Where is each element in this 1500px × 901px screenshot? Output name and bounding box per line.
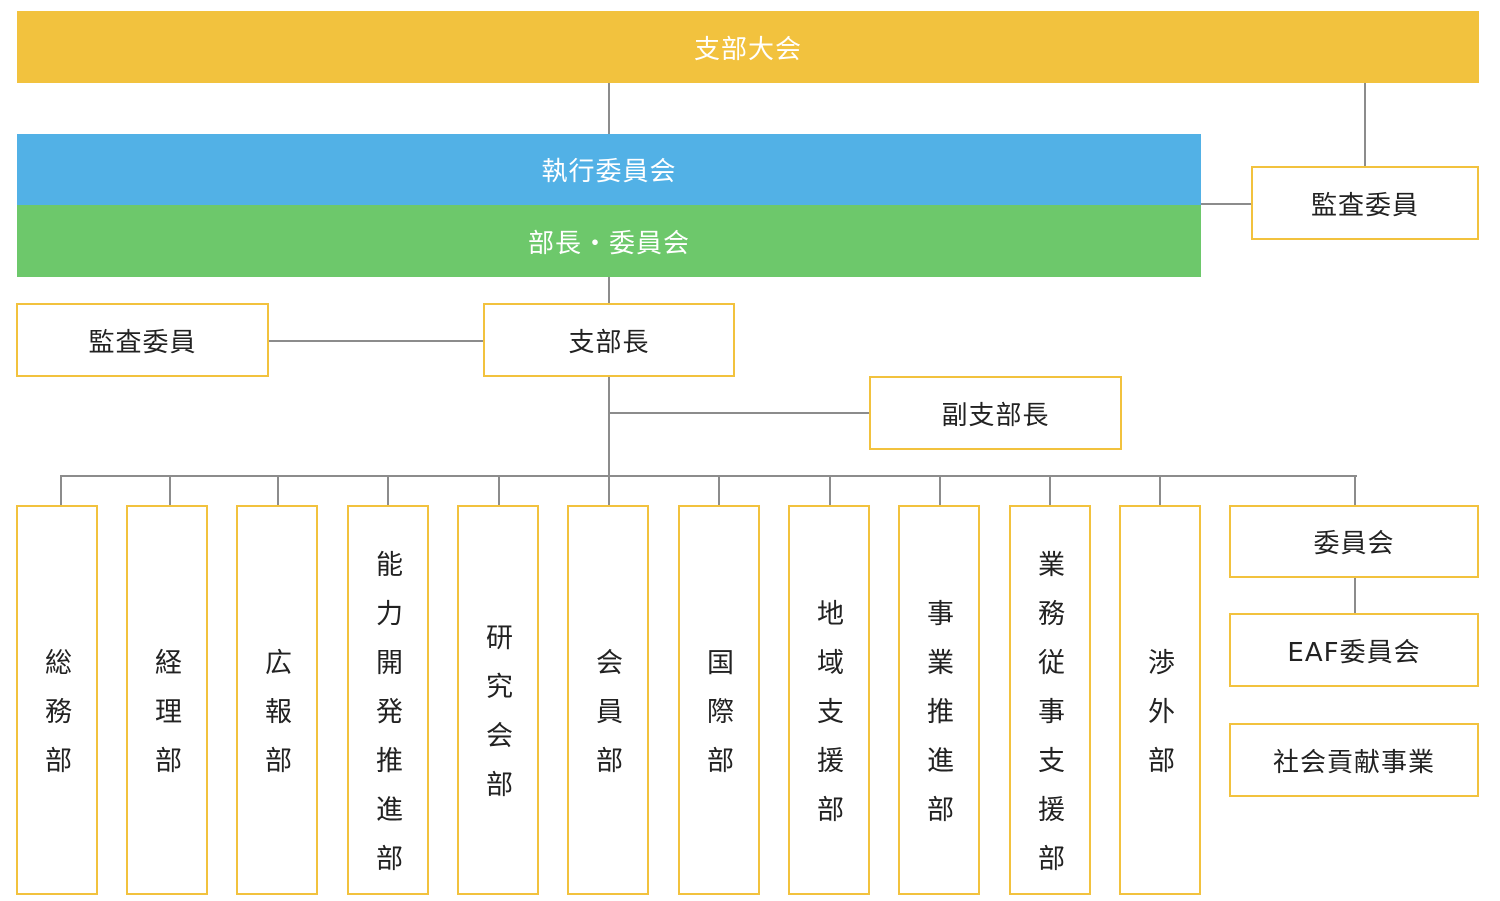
connector-committee-eaf bbox=[1354, 577, 1356, 614]
connector-dept-drop bbox=[60, 475, 62, 506]
auditor-box-left: 監査委員 bbox=[16, 303, 269, 377]
connector-dept-bus bbox=[60, 475, 1357, 477]
social-contribution-box: 社会貢献事業 bbox=[1229, 723, 1479, 797]
department-label: 渉外部 bbox=[1143, 647, 1174, 795]
department-box: 総務部 bbox=[16, 505, 98, 895]
department-box: 業務従事支援部 bbox=[1009, 505, 1091, 895]
department-label: 総務部 bbox=[40, 647, 71, 795]
connector-board-auditor bbox=[1200, 203, 1252, 205]
department-label: 会員部 bbox=[591, 647, 622, 795]
connector-dept-drop bbox=[829, 475, 831, 506]
department-label: 国際部 bbox=[702, 647, 733, 795]
connector-assembly-executive bbox=[608, 83, 610, 135]
connector-dept-drop bbox=[718, 475, 720, 506]
department-box: 会員部 bbox=[567, 505, 649, 895]
department-label: 業務従事支援部 bbox=[1033, 549, 1064, 893]
connector-dept-drop bbox=[387, 475, 389, 506]
department-box: 能力開発推進部 bbox=[347, 505, 429, 895]
department-label: 能力開発推進部 bbox=[371, 549, 402, 893]
branch-chief-box: 支部長 bbox=[483, 303, 735, 377]
department-box: 研究会部 bbox=[457, 505, 539, 895]
connector-dept-drop bbox=[1354, 475, 1356, 506]
connector-dept-drop bbox=[608, 475, 610, 506]
department-box: 広報部 bbox=[236, 505, 318, 895]
department-box: 国際部 bbox=[678, 505, 760, 895]
vice-chief-box: 副支部長 bbox=[869, 376, 1122, 450]
department-label: 地域支援部 bbox=[812, 598, 843, 844]
department-label: 研究会部 bbox=[481, 623, 512, 819]
connector-dept-drop bbox=[498, 475, 500, 506]
department-label: 広報部 bbox=[260, 647, 291, 795]
connector-trunk-vice bbox=[608, 412, 870, 414]
connector-dept-drop bbox=[277, 475, 279, 506]
eaf-committee-box: EAF委員会 bbox=[1229, 613, 1479, 687]
department-box: 渉外部 bbox=[1119, 505, 1201, 895]
executive-committee-band: 執行委員会 bbox=[17, 134, 1201, 205]
connector-board-chief bbox=[608, 276, 610, 304]
assembly-band: 支部大会 bbox=[17, 11, 1479, 83]
connector-dept-drop bbox=[1159, 475, 1161, 506]
connector-assembly-auditor bbox=[1364, 83, 1366, 167]
department-box: 地域支援部 bbox=[788, 505, 870, 895]
connector-auditor-chief bbox=[268, 340, 484, 342]
department-label: 経理部 bbox=[150, 647, 181, 795]
department-box: 事業推進部 bbox=[898, 505, 980, 895]
department-box: 経理部 bbox=[126, 505, 208, 895]
connector-dept-drop bbox=[1049, 475, 1051, 506]
connector-dept-drop bbox=[939, 475, 941, 506]
connector-chief-trunk bbox=[608, 377, 610, 477]
auditor-box-right: 監査委員 bbox=[1251, 166, 1479, 240]
director-committee-band: 部長・委員会 bbox=[17, 205, 1201, 277]
connector-dept-drop bbox=[169, 475, 171, 506]
committee-box: 委員会 bbox=[1229, 505, 1479, 578]
department-label: 事業推進部 bbox=[922, 598, 953, 844]
